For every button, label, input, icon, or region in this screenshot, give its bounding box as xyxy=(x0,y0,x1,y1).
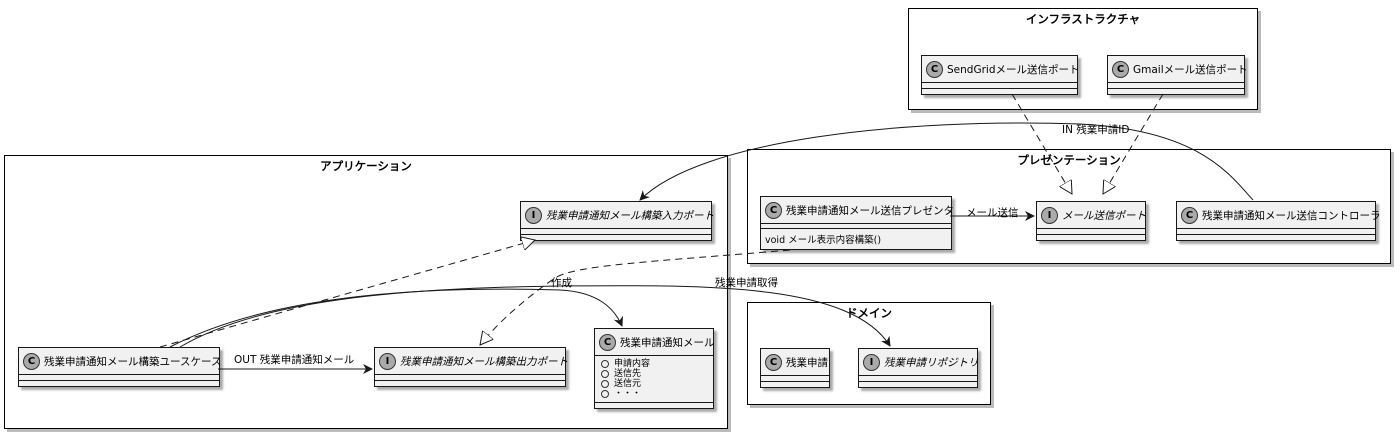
interface-stereotype-icon: I xyxy=(525,206,542,224)
class-sendgrid-port[interactable]: C SendGridメール送信ポート xyxy=(921,55,1080,95)
interface-build-output-port[interactable]: I 残業申請通知メール構築出力ポート xyxy=(374,347,568,387)
class-controller[interactable]: C 残業申請通知メール送信コントローラ xyxy=(1176,201,1381,241)
package-title: プレゼンテーション xyxy=(1017,153,1121,167)
class-stereotype-icon: C xyxy=(765,353,782,371)
interface-stereotype-icon: I xyxy=(1041,206,1058,224)
package-title: インフラストラクチャ xyxy=(1025,12,1141,26)
class-overtime-request[interactable]: C 残業申請 xyxy=(760,348,830,388)
realization-line-presenter-output-port xyxy=(480,249,791,345)
dependency-line-create-notice-mail xyxy=(169,288,623,348)
class-name: Gmailメール送信ポート xyxy=(1133,63,1248,76)
class-field: 送信先 xyxy=(601,369,707,379)
relation-label-create: 作成 xyxy=(551,277,572,289)
class-name: 残業申請通知メール xyxy=(620,336,715,349)
class-stereotype-icon: C xyxy=(1112,60,1129,78)
public-field-icon xyxy=(601,359,609,368)
class-presenter[interactable]: C 残業申請通知メール送信プレゼンタ void メール表示内容構築() xyxy=(760,196,954,250)
class-name: 残業申請通知メール送信プレゼンタ xyxy=(786,204,954,217)
interface-stereotype-icon: I xyxy=(379,352,396,370)
class-name: 残業申請通知メール構築ユースケース xyxy=(44,355,222,368)
association-line-usecase-repository xyxy=(179,285,891,348)
class-stereotype-icon: C xyxy=(599,333,616,351)
realization-line-sendgrid xyxy=(1011,93,1072,194)
relation-label-in: IN 残業申請ID xyxy=(1062,124,1130,136)
package-title: ドメイン xyxy=(846,306,892,320)
class-stereotype-icon: C xyxy=(765,201,782,219)
class-stereotype-icon: C xyxy=(926,60,943,78)
class-name: 残業申請 xyxy=(786,356,828,369)
interface-overtime-repository[interactable]: I 残業申請リポジトリ xyxy=(858,348,979,388)
interface-mail-send-port[interactable]: I メール送信ポート xyxy=(1036,201,1146,241)
public-field-icon xyxy=(601,379,609,388)
public-field-icon xyxy=(601,369,609,378)
association-line-controller-input-port xyxy=(639,122,1254,201)
public-field-icon xyxy=(601,389,609,398)
class-name: メール送信ポート xyxy=(1062,209,1146,222)
class-field: 送信元 xyxy=(601,379,707,389)
class-name: 残業申請通知メール構築出力ポート xyxy=(400,355,568,368)
class-name: 残業申請リポジトリ xyxy=(884,356,979,369)
class-gmail-port[interactable]: C Gmailメール送信ポート xyxy=(1107,55,1248,95)
class-field: ・・・ xyxy=(601,389,707,399)
realization-line-usecase-input-port xyxy=(159,240,535,348)
relation-label-send: メール送信 xyxy=(966,207,1019,219)
class-usecase[interactable]: C 残業申請通知メール構築ユースケース xyxy=(18,347,222,387)
relation-label-fetch: 残業申請取得 xyxy=(715,277,778,289)
package-title: アプリケーション xyxy=(320,159,412,173)
class-field: 申請内容 xyxy=(601,359,707,369)
class-stereotype-icon: C xyxy=(1181,206,1198,224)
class-name: 残業申請通知メール構築入力ポート xyxy=(546,209,714,222)
class-fields: 申請内容 送信先 送信元 ・・・ xyxy=(595,355,713,402)
relation-label-out: OUT 残業申請通知メール xyxy=(234,354,355,366)
interface-build-input-port[interactable]: I 残業申請通知メール構築入力ポート xyxy=(520,201,714,241)
class-name: 残業申請通知メール送信コントローラ xyxy=(1202,209,1381,222)
interface-stereotype-icon: I xyxy=(863,353,880,371)
class-notice-mail[interactable]: C 残業申請通知メール 申請内容 送信先 送信元 ・・・ xyxy=(594,328,715,409)
class-stereotype-icon: C xyxy=(23,352,40,370)
class-method: void メール表示内容構築() xyxy=(761,228,951,249)
realization-line-gmail xyxy=(1103,93,1164,194)
class-name: SendGridメール送信ポート xyxy=(947,63,1080,76)
